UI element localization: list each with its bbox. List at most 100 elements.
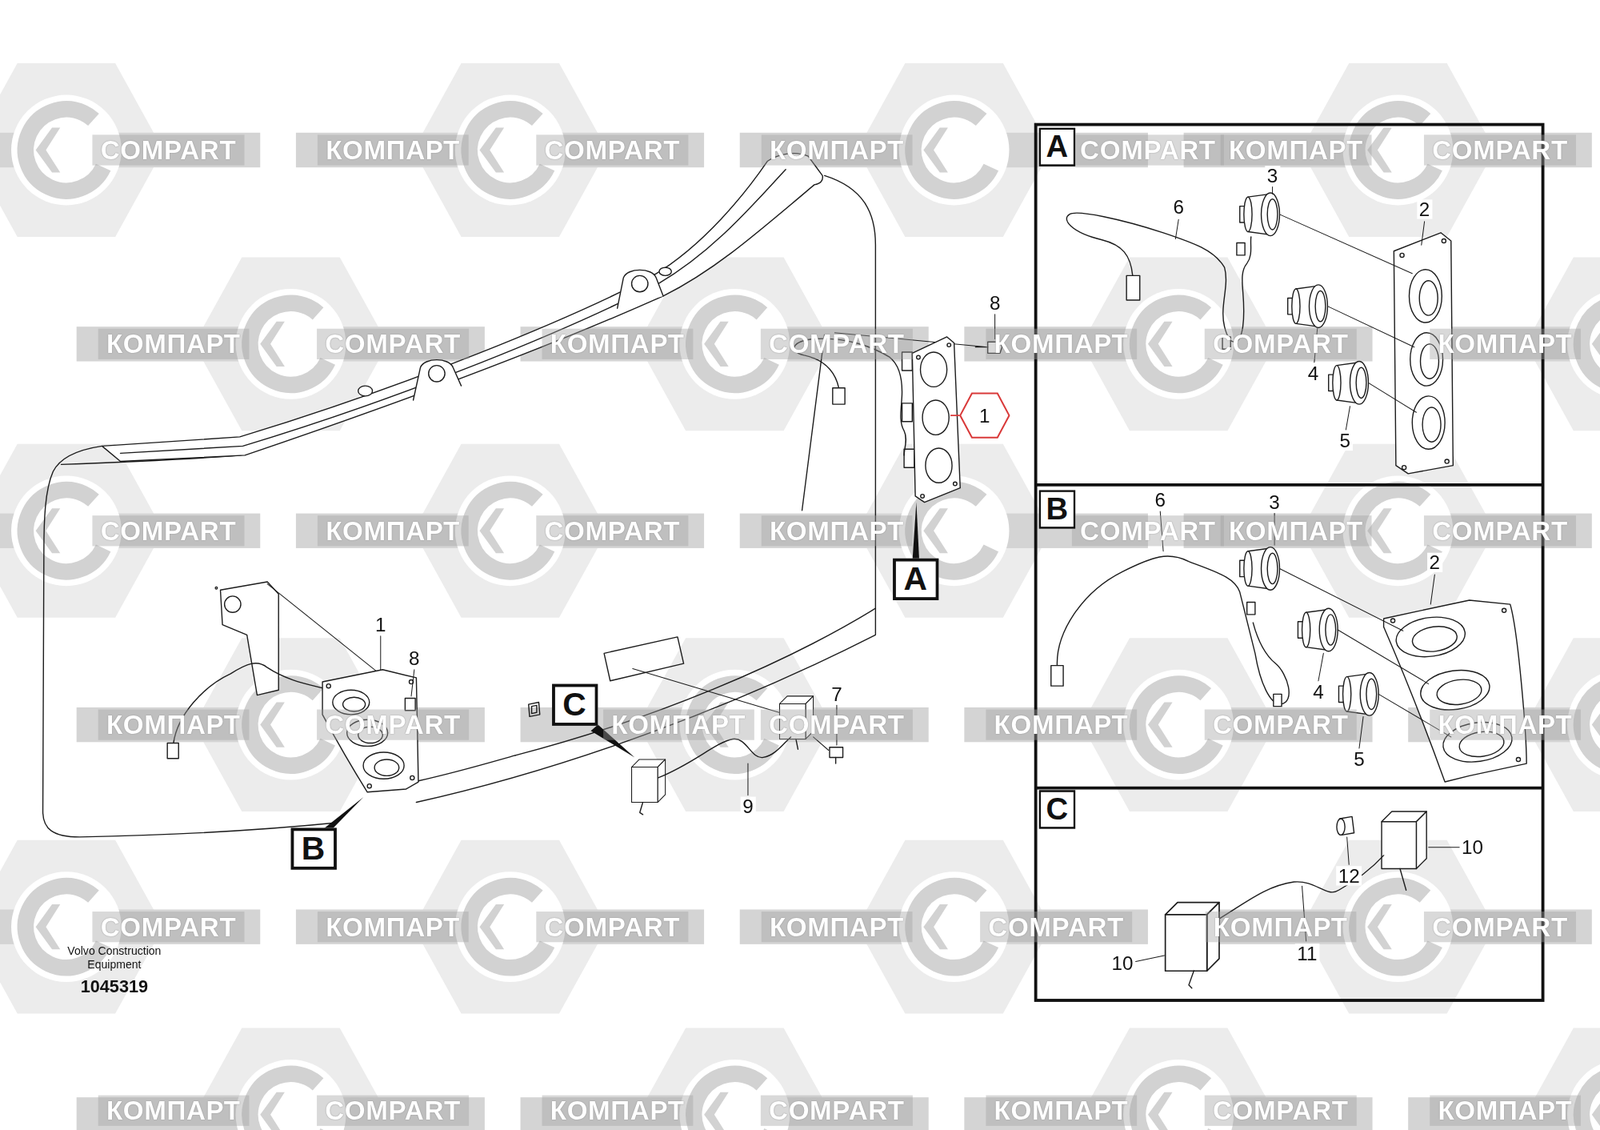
watermark-text: COMPART bbox=[1072, 134, 1224, 165]
detail-b-parts bbox=[1297, 608, 1338, 652]
machine-front bbox=[528, 702, 540, 717]
detail-a-parts bbox=[1236, 243, 1245, 256]
watermark-text: КОМПАРТ bbox=[1220, 515, 1372, 546]
light-panel-right bbox=[925, 448, 952, 483]
watermark-text: COMPART bbox=[536, 134, 688, 165]
detail-c-parts bbox=[1428, 846, 1461, 848]
watermark-logos bbox=[296, 840, 704, 1014]
callout-number: 4 bbox=[1305, 364, 1321, 384]
detail-b-parts bbox=[1051, 511, 1527, 782]
detail-c-parts bbox=[1400, 868, 1407, 890]
detail-a-parts bbox=[1272, 186, 1273, 194]
control-units bbox=[829, 747, 844, 758]
callout-number: 9 bbox=[740, 796, 756, 816]
detail-a-parts bbox=[1408, 269, 1442, 323]
manufacturer-name: Volvo Construction Equipment bbox=[56, 944, 172, 970]
detail-c-parts bbox=[1381, 811, 1427, 868]
watermark-text: КОМПАРТ bbox=[317, 515, 468, 546]
detail-a-parts bbox=[1175, 219, 1179, 239]
light-panel-left bbox=[220, 581, 280, 696]
machine-front bbox=[428, 365, 445, 382]
view-letter: C bbox=[562, 688, 586, 721]
view-callout-box: C bbox=[551, 683, 597, 725]
control-units bbox=[658, 736, 792, 778]
detail-b-parts bbox=[1273, 693, 1282, 706]
control-units bbox=[747, 763, 748, 796]
light-panel-left bbox=[411, 669, 415, 696]
view-letter: B bbox=[301, 832, 325, 865]
light-panel-right bbox=[902, 403, 913, 422]
detail-c-parts bbox=[1136, 955, 1165, 962]
watermark-text: COMPART bbox=[1424, 911, 1576, 942]
watermark-text: КОМПАРТ bbox=[985, 708, 1136, 740]
light-panel-left bbox=[404, 697, 416, 710]
watermark-logos bbox=[964, 256, 1372, 431]
detail-a-parts bbox=[1422, 407, 1441, 442]
light-panel-right bbox=[951, 414, 960, 416]
watermark-text: COMPART bbox=[92, 134, 244, 165]
watermark-logos bbox=[1184, 444, 1592, 618]
detail-a-parts bbox=[1441, 238, 1446, 243]
light-panel-left bbox=[363, 752, 404, 779]
watermark-logos bbox=[740, 840, 1148, 1014]
detail-panel-frames bbox=[1036, 483, 1544, 487]
detail-c-parts bbox=[1347, 836, 1350, 864]
detail-b-parts bbox=[1502, 608, 1507, 612]
light-panel-left bbox=[224, 596, 241, 612]
callout-number: 8 bbox=[987, 293, 1003, 313]
callout-number: 1 bbox=[372, 614, 388, 634]
detail-b-parts bbox=[1279, 568, 1403, 631]
watermark-text: КОМПАРТ bbox=[1429, 1095, 1580, 1126]
detail-b-parts bbox=[1337, 629, 1429, 684]
callout-number: 1 bbox=[979, 405, 990, 425]
view-callout-box: B bbox=[290, 827, 336, 869]
detail-b-parts bbox=[1359, 716, 1364, 748]
light-panel-left bbox=[167, 743, 179, 759]
callout-number: 3 bbox=[1264, 165, 1280, 185]
watermark-text: КОМПАРТ bbox=[985, 328, 1136, 360]
light-panel-right bbox=[922, 400, 949, 435]
watermark-text: КОМПАРТ bbox=[317, 911, 468, 942]
watermark-text: COMPART bbox=[316, 328, 469, 360]
watermark-text: КОМПАРТ bbox=[761, 911, 912, 942]
watermark-text: COMPART bbox=[92, 911, 244, 942]
detail-a-parts bbox=[1126, 275, 1140, 300]
callout-number: 7 bbox=[829, 684, 845, 704]
machine-front bbox=[358, 385, 373, 396]
callout-number: 4 bbox=[1311, 682, 1327, 702]
watermark-text: COMPART bbox=[1204, 708, 1357, 740]
detail-b-parts bbox=[1384, 600, 1528, 782]
watermark-logos bbox=[296, 63, 704, 237]
detail-a-parts bbox=[1368, 382, 1416, 412]
view-letter: B bbox=[1046, 493, 1069, 524]
watermark-logos bbox=[76, 1027, 485, 1130]
light-panel-left bbox=[410, 775, 415, 780]
detail-c-parts bbox=[1219, 855, 1384, 919]
detail-a-parts bbox=[1444, 459, 1449, 464]
detail-a-parts bbox=[1412, 396, 1445, 449]
detail-b-parts bbox=[1240, 547, 1280, 591]
callout-number: 3 bbox=[1267, 492, 1283, 512]
watermark-text: COMPART bbox=[92, 515, 244, 546]
detail-panel-frames bbox=[1036, 786, 1544, 790]
light-panel-right bbox=[832, 388, 845, 404]
control-units bbox=[835, 756, 836, 764]
watermark-logos bbox=[76, 637, 485, 812]
watermark-text: COMPART bbox=[760, 328, 913, 360]
callout-number: 11 bbox=[1295, 943, 1320, 963]
machine-front bbox=[43, 153, 876, 837]
detail-a-parts bbox=[1279, 214, 1412, 274]
watermark-logos bbox=[520, 637, 929, 812]
detail-a-parts bbox=[1400, 252, 1404, 257]
watermark-text: КОМПАРТ bbox=[1429, 708, 1580, 740]
light-panel-left bbox=[167, 581, 419, 835]
machine-front bbox=[632, 275, 648, 292]
watermark-text: COMPART bbox=[536, 911, 688, 942]
watermark-text: КОМПАРТ bbox=[542, 1095, 693, 1126]
view-letter: A bbox=[903, 562, 927, 596]
watermark-logos bbox=[1408, 1027, 1600, 1130]
